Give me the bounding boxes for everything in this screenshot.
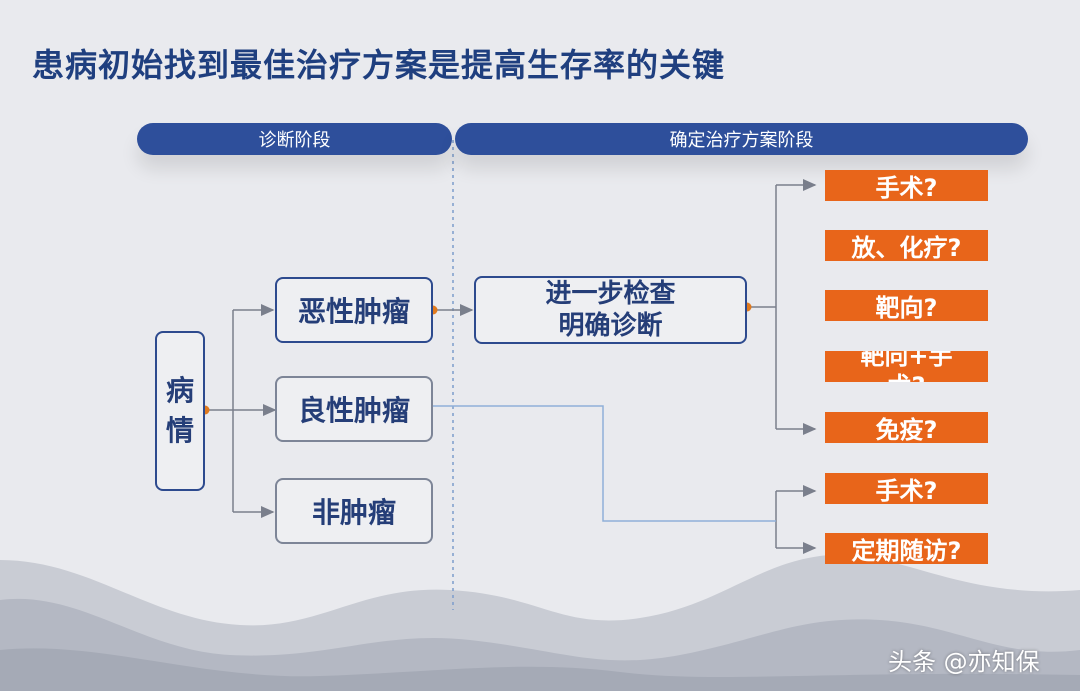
connectors bbox=[205, 179, 817, 554]
condition-char-1: 病 bbox=[165, 374, 194, 407]
watermark: 头条 @亦知保 bbox=[888, 648, 1040, 676]
benign-tumor-node: 良性肿瘤 bbox=[275, 376, 433, 442]
non-tumor-node: 非肿瘤 bbox=[275, 478, 433, 544]
option-immunotherapy: 免疫? bbox=[825, 412, 988, 443]
benign-option-surgery: 手术? bbox=[825, 473, 988, 504]
condition-char-2: 情 bbox=[165, 414, 194, 447]
background-waves bbox=[0, 554, 1080, 691]
further-check-line-2: 明确诊断 bbox=[558, 311, 663, 341]
further-check-line-1: 进一步检查 bbox=[545, 279, 676, 309]
slide-title: 患病初始找到最佳治疗方案是提高生存率的关键 bbox=[32, 46, 726, 84]
option-targeted-surgery: 靶向+手术? bbox=[825, 351, 988, 382]
option-radio-chemo: 放、化疗? bbox=[825, 230, 988, 261]
benign-connector bbox=[433, 405, 776, 522]
phase-treatment-bar: 确定治疗方案阶段 bbox=[455, 123, 1028, 155]
option-targeted: 靶向? bbox=[825, 290, 988, 321]
option-targeted-surgery-label: 靶向+手术? bbox=[860, 351, 953, 382]
further-check-node: 进一步检查 明确诊断 bbox=[474, 276, 747, 344]
condition-node: 病 情 bbox=[155, 331, 205, 491]
benign-option-follow-up: 定期随访? bbox=[825, 533, 988, 564]
phase-diagnosis-bar: 诊断阶段 bbox=[137, 123, 452, 155]
malignant-tumor-node: 恶性肿瘤 bbox=[275, 277, 433, 343]
option-surgery: 手术? bbox=[825, 170, 988, 201]
